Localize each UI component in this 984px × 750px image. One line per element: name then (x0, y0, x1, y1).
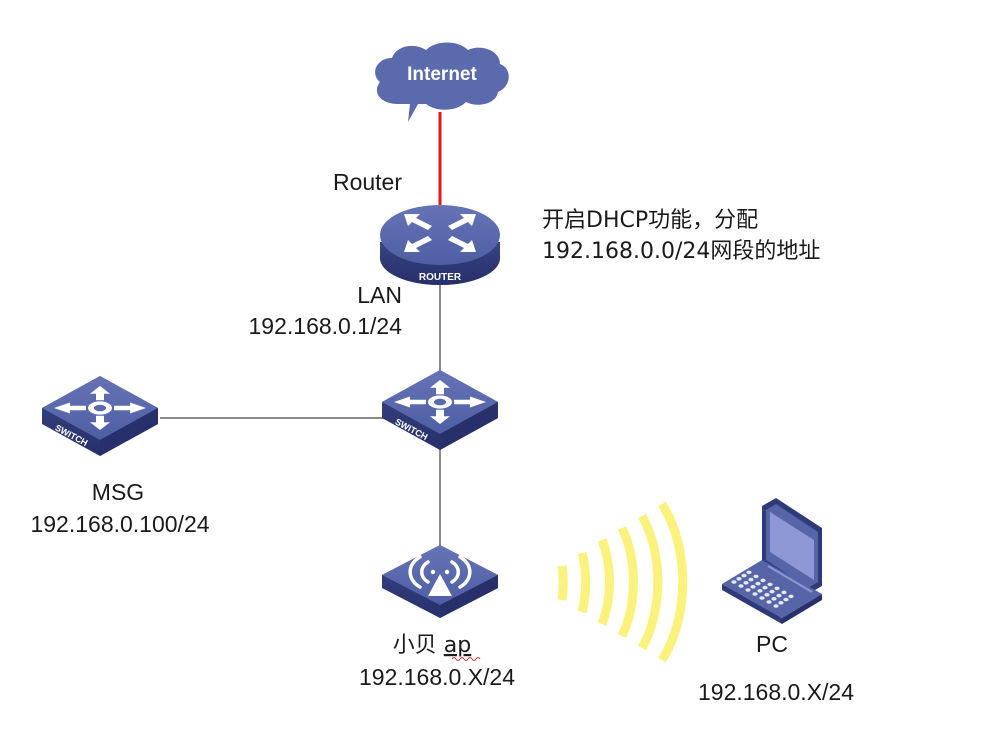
core-switch-icon: SWITCH (382, 370, 498, 450)
keyboard-key (759, 596, 765, 600)
keyboard-key (776, 593, 782, 598)
keyboard-key (773, 604, 779, 608)
internet-label: Internet (407, 64, 477, 85)
keyboard-key (766, 600, 772, 604)
dhcp-note-line2: 192.168.0.0/24网段的地址 (542, 239, 820, 264)
keyboard-key (738, 584, 744, 588)
ap-name-cn: 小贝 (393, 633, 437, 658)
keyboard-key (757, 589, 763, 593)
pc-ip-label: 192.168.0.X/24 (698, 679, 854, 705)
keyboard-key (748, 577, 754, 582)
ap-ip-label: 192.168.0.X/24 (359, 664, 515, 690)
keyboard-key (764, 593, 770, 597)
keyboard-key (752, 592, 758, 596)
router-ip-label: 192.168.0.1/24 (249, 313, 403, 339)
msg-switch-icon: SWITCH (42, 376, 158, 456)
msg-name-label: MSG (92, 479, 144, 505)
ap-name-label: 小贝 ap (393, 633, 471, 658)
msg-ip-label: 192.168.0.100/24 (30, 511, 209, 537)
pc-name-label: PC (756, 631, 788, 657)
router-device-text: ROUTER (419, 272, 462, 283)
keyboard-key (753, 574, 759, 579)
keyboard-key (769, 589, 775, 594)
keyboard-key (736, 577, 742, 581)
dhcp-note-line1: 开启DHCP功能，分配 (542, 208, 758, 233)
router-interface-label: LAN (357, 282, 402, 308)
laptop-pc-icon (722, 498, 822, 624)
wifi-signal-icon (557, 501, 688, 663)
access-point-icon (382, 545, 498, 618)
router-name-label: Router (333, 169, 402, 195)
keyboard-key (755, 581, 761, 586)
keyboard-key (771, 597, 777, 601)
internet-cloud-icon: Internet (375, 42, 509, 122)
keyboard-key (781, 590, 787, 595)
keyboard-key (762, 585, 768, 590)
router-icon: ROUTER (380, 205, 500, 285)
keyboard-key (760, 578, 766, 583)
keyboard-key (750, 585, 756, 589)
spellcheck-squiggle (451, 657, 481, 661)
keyboard-key (746, 570, 752, 575)
keyboard-key (743, 581, 749, 585)
ap-name-en: ap (444, 633, 471, 658)
keyboard-key (778, 601, 784, 605)
keyboard-key (767, 582, 773, 587)
keyboard-key (731, 580, 737, 584)
keyboard-key (741, 573, 747, 578)
keyboard-key (783, 597, 789, 602)
keyboard-key (774, 586, 780, 591)
keyboard-key (745, 588, 751, 592)
keyboard-key (788, 594, 794, 599)
